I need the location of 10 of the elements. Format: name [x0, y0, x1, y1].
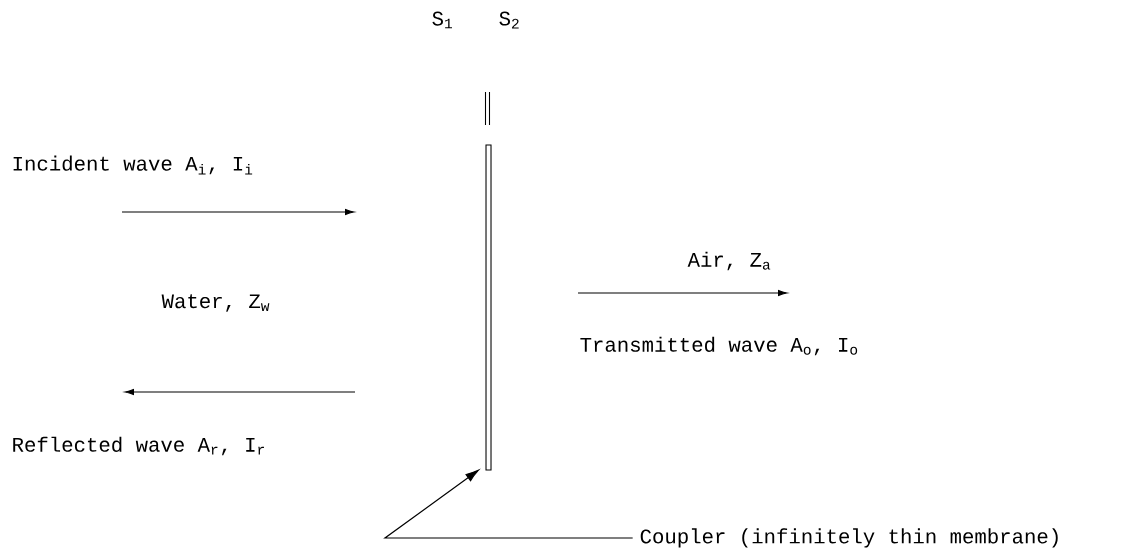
callout-text: Coupler (infinitely thin membrane)	[640, 528, 1058, 548]
medium-label: Water, Z$_{w}$	[161, 294, 270, 312]
subscript-label: S$_{2}$	[499, 11, 519, 29]
membrane-bar	[485, 144, 492, 471]
leader-line	[383, 469, 634, 539]
subscript-label: S$_{1}$	[432, 11, 452, 29]
medium-label: Air, Z$_{a}$	[687, 251, 771, 271]
wave-label: Transmitted wave A$_{o}$, I$_{o}$	[580, 336, 858, 356]
wave-label: Reflected wave A$_{r}$, I$_{r}$	[13, 436, 264, 456]
wave-label: Incident wave A$_{i}$, I$_{i}$	[13, 155, 253, 175]
